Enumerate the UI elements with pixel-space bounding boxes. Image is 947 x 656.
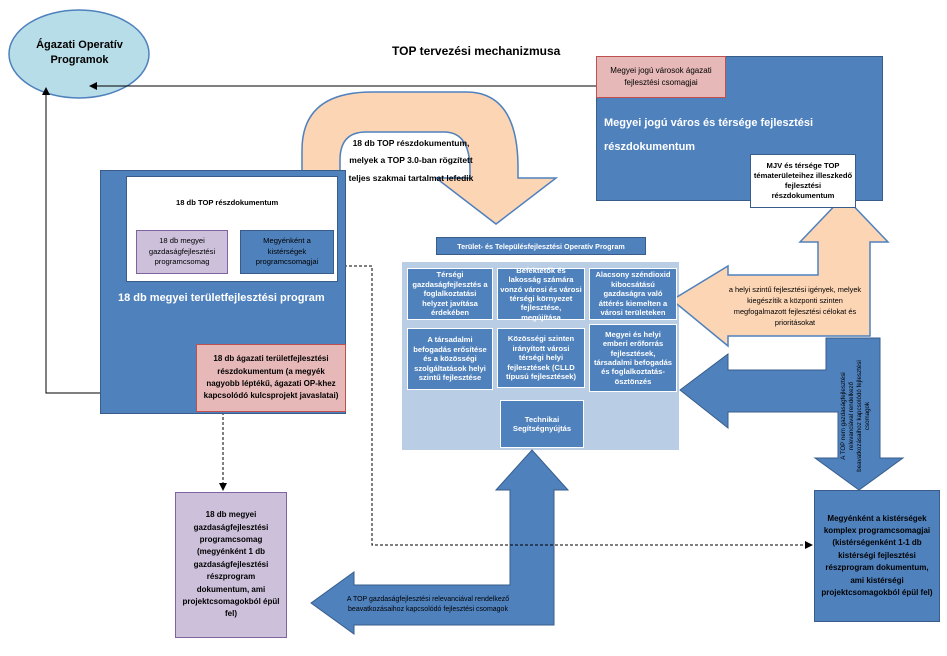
u-turn-arrow-text: 18 db TOP részdokumentum, melyek a TOP 3… [348, 137, 474, 183]
op-cell-1: Térségi gazdaságfejlesztés a foglalkozta… [407, 268, 493, 320]
op-cell-3: Alacsony széndioxid kibocsátású gazdaság… [589, 268, 677, 320]
page-title: TOP tervezési mechanizmusa [392, 44, 561, 58]
op-cell-6: Megyei és helyi emberi erőforrás fejlesz… [589, 324, 677, 392]
blue-bottom-arrow [310, 449, 570, 635]
vertical-arrow-text: A TOP nem gazdaságfejlesztési relevanciá… [839, 360, 872, 472]
blue-left-arrow [679, 337, 905, 491]
mjv-sector-box: Megyei jogú városok ágazati fejlesztési … [596, 56, 726, 98]
op-cell-4: A társadalmi befogadás erősítése és a kö… [407, 328, 493, 390]
sector-op-label: Ágazati Operatív Programok [36, 38, 123, 66]
bottom-arrow-text: A TOP gazdaságfejlesztési relevanciával … [346, 595, 510, 613]
mjv-white-box: MJV és térsége TOP tématerületeihez ille… [750, 154, 856, 208]
county-subregion-box: Megyénként a kistérségek programcsomagja… [240, 230, 334, 274]
mjv-label: Megyei jogú város és térsége fejlesztési… [604, 117, 814, 154]
right-arrow-text: a helyi szintű fejlesztési igények, mely… [728, 284, 862, 328]
county-sector-box: 18 db ágazati területfejlesztési részdok… [196, 344, 346, 412]
u-turn-arrow [301, 91, 559, 225]
dashed-subregion-to-bottom-right [334, 265, 813, 549]
bottom-right-box: Megyénként a kistérségek komplex program… [814, 490, 940, 622]
county-econ-box: 18 db megyei gazdaságfejlesztési program… [136, 230, 228, 274]
op-cell-7: Technikai Segítségnyújtás [500, 400, 584, 448]
op-cell-2: Befektetők és lakosság számára vonzó vár… [497, 266, 585, 322]
bottom-left-box: 18 db megyei gazdaságfejlesztési program… [175, 492, 287, 638]
county-program-label: 18 db megyei területfejlesztési program [118, 292, 325, 304]
county-inner-title: 18 db TOP részdokumentum [176, 198, 279, 207]
op-header: Terület- és Településfejlesztési Operatí… [436, 237, 646, 255]
op-cell-5: Közösségi szinten irányított városi térs… [497, 328, 585, 388]
sector-op-ellipse [8, 9, 150, 99]
